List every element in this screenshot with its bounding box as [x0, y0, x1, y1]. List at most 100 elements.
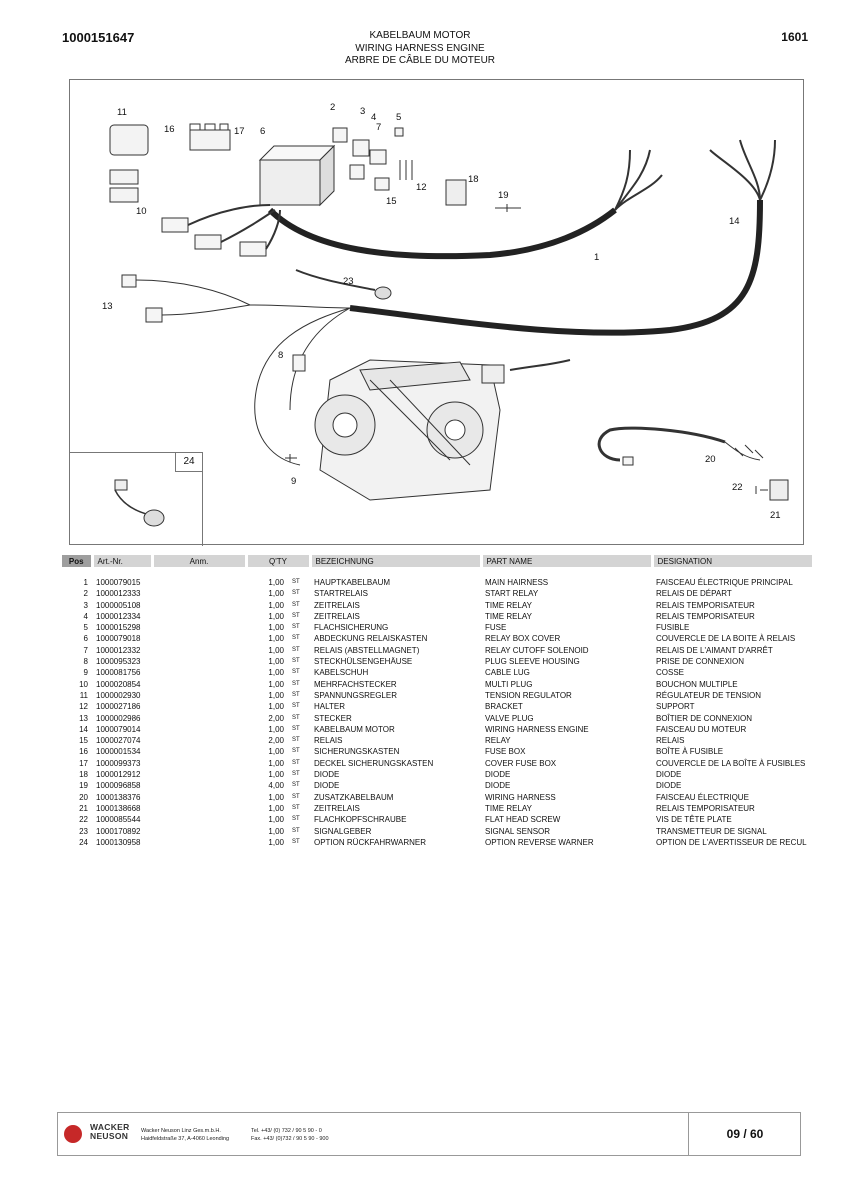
row-art-nr: 1000012334: [96, 611, 141, 621]
row-anm: [152, 792, 246, 803]
row-designation: COSSE: [656, 668, 685, 678]
callout-21: 21: [770, 510, 781, 521]
row-designation: VIS DE TÊTE PLATE: [656, 815, 732, 825]
row-pos: 13: [79, 713, 88, 723]
row-part-name: TIME RELAY: [485, 803, 532, 813]
row-part-name: FUSE BOX: [485, 747, 526, 757]
row-bezeichnung: ZEITRELAIS: [314, 611, 360, 621]
row-designation: BOÎTIER DE CONNEXION: [656, 713, 753, 723]
row-pos: 9: [83, 668, 88, 678]
row-art-nr: 1000012912: [96, 770, 141, 780]
callout-10: 10: [136, 206, 147, 217]
row-anm: [152, 758, 246, 769]
row-art-nr: 1000085544: [96, 815, 141, 825]
row-bezeichnung: DIODE: [314, 770, 340, 780]
row-unit: ST: [292, 590, 300, 597]
row-designation: TRANSMETTEUR DE SIGNAL: [656, 826, 767, 836]
row-part-name: TENSION REGULATOR: [485, 690, 572, 700]
row-designation: FUSIBLE: [656, 623, 690, 633]
row-unit: ST: [292, 635, 300, 642]
row-designation: BOUCHON MULTIPLE: [656, 679, 738, 689]
callout-11: 11: [117, 107, 127, 118]
page-number: 09 / 60: [726, 1127, 764, 1141]
row-unit: ST: [292, 658, 300, 665]
row-part-name: COVER FUSE BOX: [485, 758, 557, 768]
row-pos: 8: [83, 657, 88, 667]
callout-4: 4: [371, 112, 377, 123]
row-qty: 1,00: [268, 679, 284, 689]
fax: Fax. +43/ (0)732 / 90 5 90 - 900: [251, 1135, 329, 1142]
title-fr: ARBRE DE CÂBLE DU MOTEUR: [344, 55, 496, 66]
row-art-nr: 1000001534: [96, 747, 141, 757]
row-unit: ST: [292, 725, 300, 732]
row-designation: DIODE: [656, 781, 682, 791]
row-pos: 4: [83, 611, 88, 621]
row-unit: ST: [292, 624, 300, 631]
row-art-nr: 1000027186: [96, 702, 141, 712]
row-pos: 6: [83, 634, 88, 644]
row-part-name: VALVE PLUG: [485, 713, 534, 723]
row-anm: [152, 769, 246, 780]
exploded-view-drawing: 24 11 16 17 6 2 3 4 7 5 12 15 18 19 10 1…: [69, 79, 804, 546]
row-part-name: OPTION REVERSE WARNER: [485, 837, 594, 847]
row-qty: 1,00: [268, 657, 284, 667]
parts-list-table: Pos Art.-Nr. Anm. Q'TY BEZEICHNUNG PART …: [62, 555, 812, 848]
row-bezeichnung: ZEITRELAIS: [314, 600, 360, 610]
row-qty: 1,00: [268, 690, 284, 700]
callout-12: 12: [416, 182, 427, 193]
title-en: WIRING HARNESS ENGINE: [355, 42, 485, 54]
callout-13: 13: [102, 301, 113, 312]
row-designation: DIODE: [656, 770, 682, 780]
row-unit: ST: [292, 759, 300, 766]
callout-2: 2: [330, 102, 336, 113]
row-pos: 18: [79, 770, 88, 780]
row-pos: 17: [79, 758, 88, 768]
row-anm: [152, 735, 246, 746]
row-art-nr: 1000002986: [96, 713, 141, 723]
header-bezeichnung: BEZEICHNUNG: [310, 555, 483, 567]
row-designation: COUVERCLE DE LA BOITE À RELAIS: [656, 634, 796, 644]
row-bezeichnung: RELAIS: [314, 736, 343, 746]
callout-8: 8: [278, 350, 284, 361]
row-pos: 5: [83, 623, 88, 633]
row-anm: [152, 600, 246, 611]
row-pos: 20: [79, 792, 88, 802]
row-anm: [152, 837, 246, 848]
row-part-name: FLAT HEAD SCREW: [485, 815, 561, 825]
row-art-nr: 1000138376: [96, 792, 141, 802]
row-anm: [152, 656, 246, 667]
row-bezeichnung: STARTRELAIS: [314, 589, 368, 599]
callout-1: 1: [594, 252, 600, 263]
row-pos: 24: [79, 837, 88, 847]
row-bezeichnung: HALTER: [314, 702, 345, 712]
callout-20: 20: [705, 454, 716, 465]
row-art-nr: 1000138668: [96, 803, 141, 813]
callout-17: 17: [234, 126, 245, 137]
row-part-name: WIRING HARNESS: [485, 792, 556, 802]
row-designation: BOÎTE À FUSIBLE: [656, 747, 724, 757]
row-art-nr: 1000002930: [96, 690, 141, 700]
inset-option-panel: 24: [70, 452, 203, 546]
row-pos: 19: [79, 781, 88, 791]
row-pos: 11: [79, 690, 88, 700]
callout-22: 22: [732, 482, 743, 493]
row-bezeichnung: HAUPTKABELBAUM: [314, 578, 391, 587]
row-anm: [152, 690, 246, 701]
row-part-name: FUSE: [485, 623, 507, 633]
row-unit: ST: [292, 782, 300, 789]
row-unit: ST: [292, 816, 300, 823]
inset-number: 24: [175, 453, 202, 472]
